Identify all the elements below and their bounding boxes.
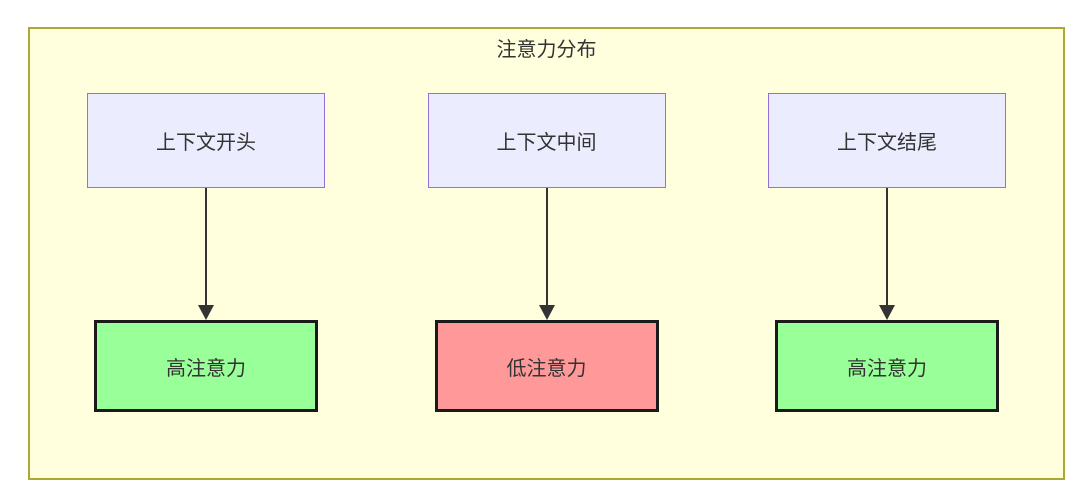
node-label: 上下文中间 [496, 132, 597, 154]
attention-distribution-group: 注意力分布 上下文开头 高注意力 上下文中间 [28, 27, 1065, 480]
arrowhead-icon [538, 305, 555, 320]
arrow-line [205, 188, 207, 306]
node-label: 上下文结尾 [837, 132, 937, 154]
flow-columns: 上下文开头 高注意力 上下文中间 低注意力 [30, 93, 1063, 412]
node-low-attention-middle: 低注意力 [434, 320, 659, 412]
node-context-end: 上下文结尾 [768, 93, 1006, 188]
node-label: 高注意力 [166, 357, 246, 380]
node-label: 上下文开头 [156, 132, 256, 154]
arrowhead-icon [879, 305, 895, 320]
node-label: 低注意力 [506, 357, 587, 380]
node-high-attention-right: 高注意力 [775, 320, 999, 412]
flow-column-context-middle: 上下文中间 低注意力 [427, 93, 667, 412]
arrowhead-icon [198, 305, 214, 320]
arrow-line [886, 188, 888, 306]
arrow-start-to-high [198, 188, 214, 320]
arrow-end-to-high [879, 188, 895, 320]
node-context-middle: 上下文中间 [427, 93, 666, 188]
arrow-line [545, 188, 548, 306]
node-context-start: 上下文开头 [87, 93, 325, 188]
diagram-title: 注意力分布 [496, 39, 597, 61]
node-high-attention-left: 高注意力 [94, 320, 318, 412]
node-label: 高注意力 [847, 357, 927, 380]
flow-column-context-end: 上下文结尾 高注意力 [767, 93, 1007, 412]
arrow-middle-to-low [538, 188, 555, 320]
flow-column-context-start: 上下文开头 高注意力 [86, 93, 326, 412]
